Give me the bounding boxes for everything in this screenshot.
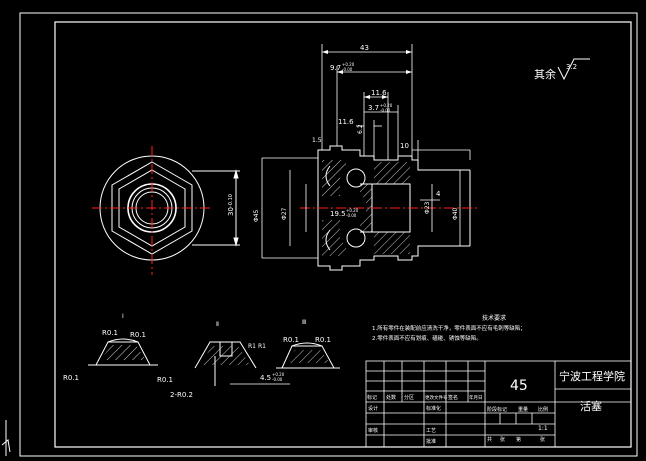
dim-43: 43	[360, 44, 369, 52]
tb-sheet-total: 共	[487, 436, 492, 443]
tb-review: 审核	[368, 427, 378, 434]
tb-standard: 标准化	[426, 405, 441, 412]
tb-row-label-3: 分区	[404, 394, 414, 401]
detail-r01-e: R0.1	[283, 336, 299, 344]
dim-phi40: Φ40	[452, 207, 459, 220]
detail-1-profile	[95, 341, 151, 366]
detail-label-2: Ⅱ	[216, 321, 219, 328]
dim-19.5-tol-low: -0.00	[346, 213, 357, 218]
tb-ratio: 比例	[538, 406, 548, 413]
tb-sheet-page: 张	[540, 436, 545, 443]
tech-req-line1: 1.所有零件在装配前应清洗干净，零件表面不应有毛刺等缺陷；	[372, 324, 526, 332]
dim-3.7: 3.7	[368, 104, 379, 112]
technical-requirements: 技术要求 1.所有零件在装配前应清洗干净，零件表面不应有毛刺等缺陷； 2.零件表…	[372, 314, 526, 342]
detail-r01-a: R0.1	[102, 329, 118, 337]
roughness-label: 其余	[534, 67, 556, 81]
dim-phi23: Φ23	[424, 201, 431, 214]
dim-19.5: 19.5	[330, 210, 346, 218]
tb-row-label-6: 年月日	[469, 394, 483, 401]
title-block[interactable]	[365, 360, 632, 448]
arrow-up	[233, 169, 239, 179]
tb-row-label-5: 签名	[448, 394, 458, 401]
tb-process: 工艺	[426, 428, 436, 434]
dim-arrows	[322, 50, 412, 99]
roughness-symbol-icon	[557, 58, 590, 81]
dim-9.7-tol-low: -0.00	[342, 67, 353, 72]
dim-30-tol: -0.10	[228, 194, 234, 207]
detail-r1-a: R1	[258, 343, 266, 350]
detail-r01-b: R0.1	[130, 331, 146, 339]
ball-groove	[346, 168, 366, 188]
tb-approve: 批准	[426, 438, 436, 445]
dim-19.5-tol-up: +0.20	[346, 208, 359, 213]
detail-r1-b: R1	[248, 343, 256, 350]
tb-sheet-no: 张	[500, 436, 505, 443]
dim-9.7-tol-up: +0.20	[342, 62, 355, 67]
detail-4.5: 4.5	[260, 374, 271, 382]
detail-chamfer: 2-R0.2	[170, 391, 193, 399]
tb-row-label-4: 更改文件号	[425, 394, 448, 401]
roughness-value: 3.2	[566, 63, 577, 71]
detail-4.5-tol-up: +0.20	[272, 372, 285, 377]
top-dimension-lines	[321, 44, 471, 201]
dim-6.2: 6.2	[357, 124, 364, 134]
dim-1.5: 1.5	[312, 137, 322, 144]
dim-9.7: 9.7	[330, 64, 341, 72]
detail-hatching	[100, 345, 330, 365]
tech-req-line2: 2.零件表面不应有划痕、磕碰、锈蚀等缺陷。	[372, 334, 482, 342]
tb-sheet-of: 第	[516, 436, 521, 443]
detail-4.5-tol-low: -0.00	[272, 377, 283, 382]
vertical-dims	[261, 157, 461, 259]
dim-11.6-a: 11.6	[371, 89, 387, 97]
detail-label-1: Ⅰ	[122, 313, 124, 320]
detail-r01-f: R0.1	[315, 336, 331, 344]
tb-row-label-1: 标记	[367, 394, 377, 401]
tech-req-title: 技术要求	[482, 314, 506, 322]
outer-border	[19, 12, 638, 457]
detail-3-profile	[281, 345, 335, 369]
ucs-icon	[1, 420, 11, 456]
tb-weight: 重量	[518, 406, 528, 413]
inner-border	[54, 21, 632, 448]
section-hatching	[322, 160, 410, 256]
dim-phi27: Φ27	[281, 207, 288, 220]
section-outline-bot	[317, 245, 470, 271]
detail-r01-c: R0.1	[63, 374, 79, 382]
tb-scale: 1:1	[538, 425, 548, 432]
tb-material: 45	[510, 378, 528, 394]
tb-row-label-2: 处数	[386, 394, 396, 401]
arrow-down	[233, 237, 239, 247]
dim-10: 10	[400, 142, 409, 150]
roughness-note: 其余 3.2	[534, 58, 590, 81]
dim-3.7-tol-up: +0.20	[380, 103, 393, 108]
detail-label-3: Ⅲ	[302, 319, 306, 326]
detail-r01-d: R0.1	[157, 376, 173, 384]
dim-3.7-tol-low: -0.00	[380, 108, 391, 113]
tb-school: 宁波工程学院	[559, 369, 625, 383]
tb-design: 设计	[368, 405, 378, 412]
dim-11.6-b: 11.6	[338, 118, 354, 126]
tb-stage: 阶段标记	[487, 406, 507, 413]
dim-30: 30	[227, 207, 235, 216]
dim-phi45: Φ45	[253, 209, 260, 222]
dim-4: 4	[436, 190, 441, 198]
ball-groove-2	[346, 228, 366, 248]
tb-part-name: 活塞	[580, 399, 602, 413]
left-end-view[interactable]	[92, 146, 240, 275]
